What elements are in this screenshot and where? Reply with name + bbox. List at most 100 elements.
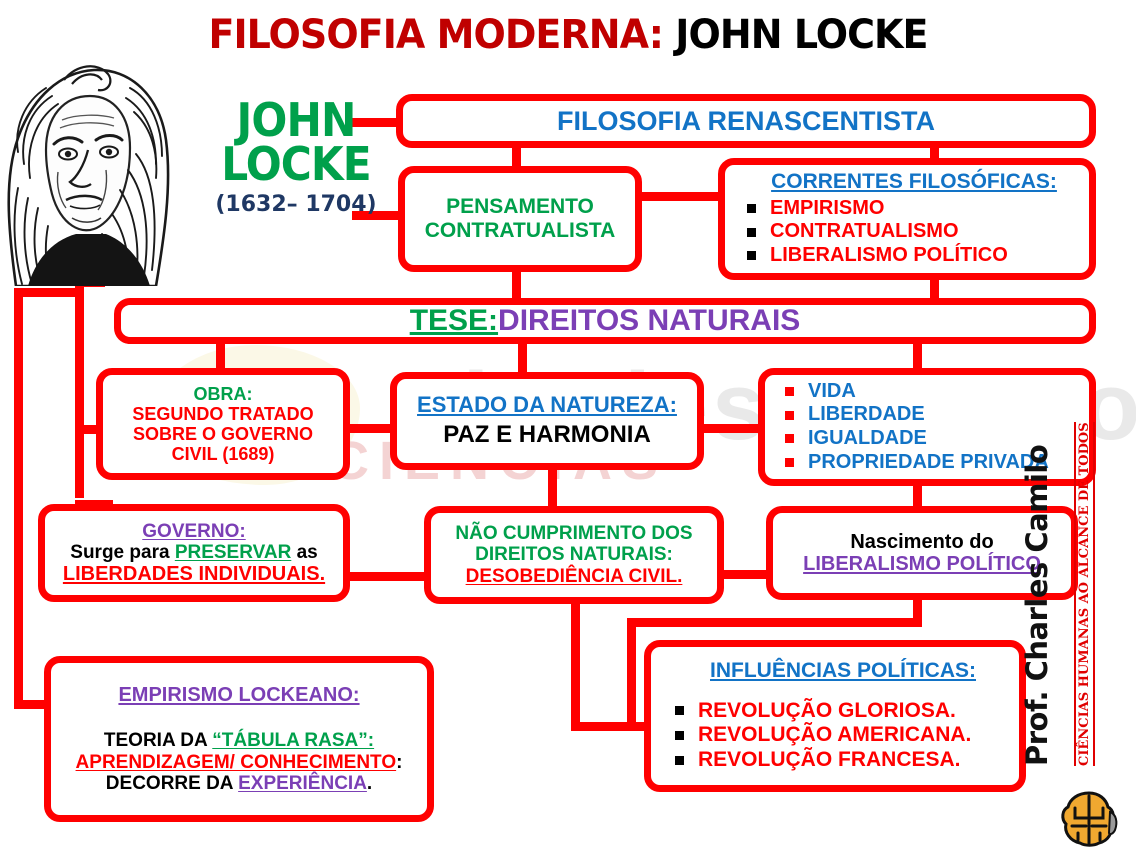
connector-tese-to-estado <box>518 340 527 372</box>
connector-renascentista-to-pensamento <box>512 146 521 170</box>
node-empirismo-l2a: TEORIA DA <box>103 730 213 752</box>
node-nascimento-l1: Nascimento do <box>850 530 994 553</box>
locke-first-name: JOHN <box>236 93 357 147</box>
node-governo-l3: LIBERDADES INDIVIDUAIS. <box>62 563 326 586</box>
connector-estado-to-direitos <box>700 424 762 433</box>
node-empirismo-lockeano[interactable]: EMPIRISMO LOCKEANO: TEORIA DA “TÁBULA RA… <box>44 656 434 822</box>
square-bullet-icon <box>675 756 684 766</box>
list-item: LIBERDADE <box>785 403 925 427</box>
page-title: FILOSOFIA MODERNA: JOHN LOCKE <box>28 12 1107 58</box>
list-item: REVOLUÇÃO GLORIOSA. <box>675 699 956 724</box>
node-empirismo-l3tail: : <box>396 751 403 773</box>
node-correntes-filosoficas[interactable]: CORRENTES FILOSÓFICAS: EMPIRISMO CONTRAT… <box>718 158 1096 280</box>
list-item: REVOLUÇÃO AMERICANA. <box>675 723 971 748</box>
connector-left-rail-to-empirismo <box>14 700 58 709</box>
node-governo-l2b: PRESERVAR <box>174 541 292 563</box>
square-bullet-icon <box>785 410 794 420</box>
connector-left-rail-outer <box>14 288 23 708</box>
node-naocumprimento-l3: DESOBEDIÊNCIA CIVIL. <box>465 565 683 587</box>
square-bullet-icon <box>675 706 684 716</box>
node-empirismo-heading: EMPIRISMO LOCKEANO: <box>118 683 360 706</box>
connector-pensamento-to-correntes <box>640 192 726 201</box>
list-item: LIBERALISMO POLÍTICO <box>747 244 1008 268</box>
locke-last-name: LOCKE <box>221 137 372 192</box>
node-obra[interactable]: OBRA: SEGUNDO TRATADO SOBRE O GOVERNO CI… <box>96 368 350 480</box>
node-empirismo-l2b: “TÁBULA RASA”: <box>212 730 375 752</box>
node-obra-line2: SOBRE O GOVERNO <box>132 424 314 444</box>
connector-elbow-to-influencias <box>627 618 636 728</box>
connector-naocumprimento-to-nascimento <box>723 570 771 579</box>
list-item: PROPRIEDADE PRIVADA <box>785 451 1049 475</box>
connector-naocumprimento-down <box>571 600 580 730</box>
connector-renascentista-to-correntes <box>930 146 939 166</box>
node-influencias-heading: INFLUÊNCIAS POLÍTICAS: <box>710 659 976 683</box>
connector-tese-to-obra <box>216 340 225 370</box>
node-naocumprimento-l1: NÃO CUMPRIMENTO DOS <box>455 523 693 545</box>
node-governo-l2a: Surge para <box>70 541 175 563</box>
node-obra-heading: OBRA: <box>193 383 253 404</box>
list-item: REVOLUÇÃO FRANCESA. <box>675 748 961 773</box>
connector-nascimento-elbow <box>627 618 922 627</box>
square-bullet-icon <box>747 204 756 214</box>
node-governo[interactable]: GOVERNO: Surge para PRESERVAR as LIBERDA… <box>38 504 350 602</box>
brain-icon <box>1058 788 1120 850</box>
node-estado-da-natureza[interactable]: ESTADO DA NATUREZA: PAZ E HARMONIA <box>390 372 704 470</box>
connector-left-rail-to-obra <box>75 425 107 434</box>
locke-lifespan: (1632– 1704) <box>215 192 377 218</box>
connector-left-rail-outer-top <box>14 288 76 297</box>
node-pensamento-line1: PENSAMENTO <box>446 195 594 219</box>
square-bullet-icon <box>785 387 794 397</box>
square-bullet-icon <box>785 434 794 444</box>
connector-nascimento-down <box>913 600 922 626</box>
connector-direitos-to-nascimento <box>913 482 922 508</box>
node-correntes-item-1: CONTRATUALISMO <box>770 220 959 243</box>
node-governo-heading: GOVERNO: <box>142 520 246 542</box>
connector-obra-to-estado <box>346 424 394 433</box>
node-nascimento-l2: LIBERALISMO POLÍTICO <box>803 553 1041 575</box>
node-filosofia-renascentista[interactable]: FILOSOFIA RENASCENTISTA <box>396 94 1096 148</box>
node-correntes-item-2: LIBERALISMO POLÍTICO <box>770 244 1008 267</box>
connector-governo-to-naocumprimento <box>342 572 428 581</box>
connector-tese-to-direitos <box>913 340 922 370</box>
node-correntes-item-0: EMPIRISMO <box>770 196 885 219</box>
connector-correntes-to-tese <box>930 277 939 302</box>
node-direitos-lista[interactable]: VIDA LIBERDADE IGUALDADE PROPRIEDADE PRI… <box>758 368 1096 486</box>
node-influencias-politicas[interactable]: INFLUÊNCIAS POLÍTICAS: REVOLUÇÃO GLORIOS… <box>644 640 1026 792</box>
square-bullet-icon <box>747 251 756 261</box>
node-naocumprimento-l2: DIREITOS NATURAIS: <box>475 544 673 566</box>
connector-name-to-renascentista <box>352 118 400 127</box>
node-nascimento-liberalismo[interactable]: Nascimento do LIBERALISMO POLÍTICO <box>766 506 1078 600</box>
node-direitos-item-2: IGUALDADE <box>808 427 927 449</box>
square-bullet-icon <box>747 227 756 237</box>
node-tese-label: TESE: <box>409 304 499 338</box>
node-governo-l2c: as <box>291 541 318 563</box>
node-obra-line1: SEGUNDO TRATADO <box>132 403 314 424</box>
node-empirismo-l4a: DECORRE DA <box>105 772 239 794</box>
node-direitos-item-0: VIDA <box>808 379 856 402</box>
node-empirismo-l4c: . <box>366 772 373 794</box>
node-pensamento-contratualista[interactable]: PENSAMENTO CONTRATUALISTA <box>398 166 642 272</box>
list-item: CONTRATUALISMO <box>747 220 959 244</box>
page-title-black: JOHN LOCKE <box>675 12 928 58</box>
node-estado-heading: ESTADO DA NATUREZA: <box>417 392 677 418</box>
node-influencias-item-1: REVOLUÇÃO AMERICANA. <box>698 723 972 747</box>
node-nao-cumprimento[interactable]: NÃO CUMPRIMENTO DOS DIREITOS NATURAIS: D… <box>424 506 724 604</box>
locke-name-block: JOHN LOCKE (1632– 1704) <box>196 93 396 218</box>
node-pensamento-line2: CONTRATUALISTA <box>424 219 616 242</box>
connector-naocumprimento-to-influencias <box>571 722 651 731</box>
node-tese-direitos-naturais[interactable]: TESE:DIREITOS NATURAIS <box>114 298 1096 344</box>
node-influencias-item-0: REVOLUÇÃO GLORIOSA. <box>698 698 956 722</box>
connector-estado-to-naocumprimento <box>548 470 557 508</box>
list-item: EMPIRISMO <box>747 197 884 221</box>
node-direitos-item-1: LIBERDADE <box>808 403 925 426</box>
connector-name-to-pensamento <box>352 211 402 220</box>
node-obra-line3: CIVIL (1689) <box>171 444 275 465</box>
author-name: Prof. Charles Camilo <box>1020 444 1054 766</box>
connector-left-rail-inner <box>75 278 84 498</box>
node-estado-value: PAZ E HARMONIA <box>443 420 651 448</box>
john-locke-portrait <box>2 58 172 288</box>
node-influencias-item-2: REVOLUÇÃO FRANCESA. <box>698 748 961 772</box>
square-bullet-icon <box>785 457 794 467</box>
node-filosofia-renascentista-label: FILOSOFIA RENASCENTISTA <box>557 105 935 136</box>
